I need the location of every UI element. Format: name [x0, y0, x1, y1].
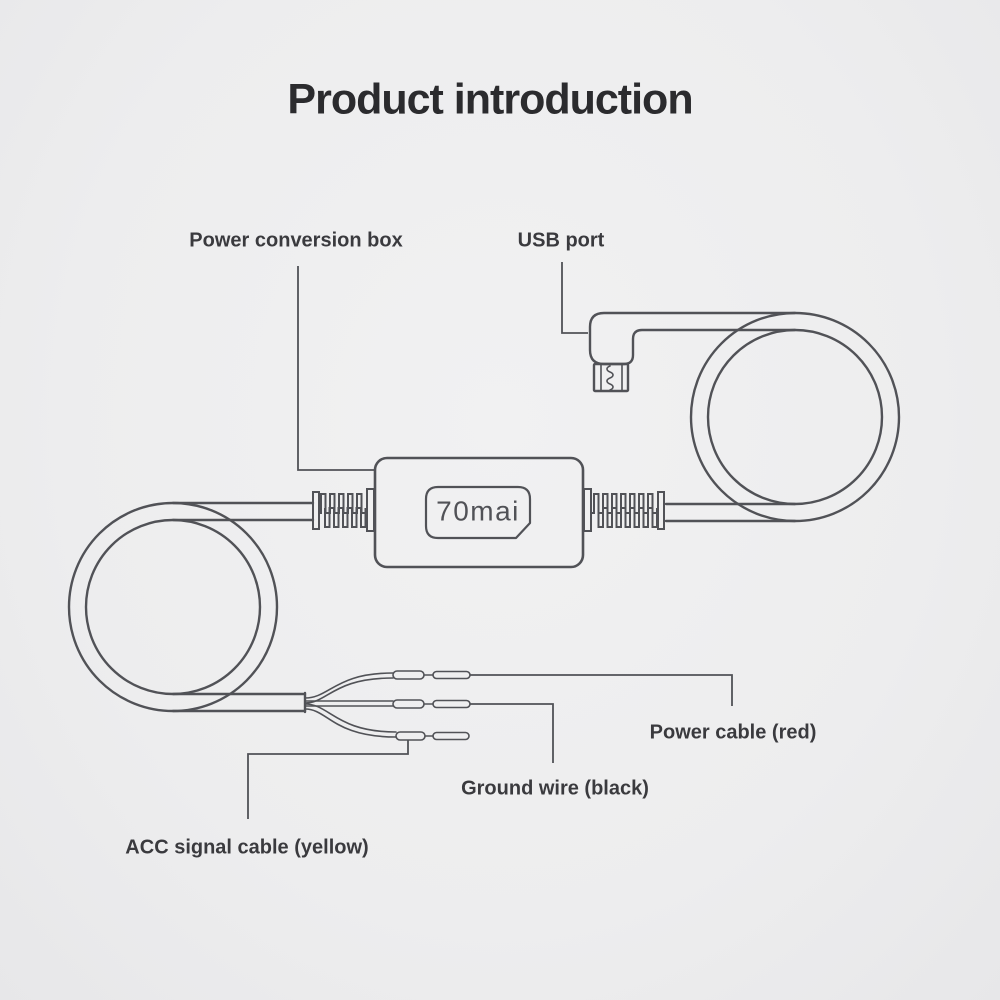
- brand-logo-70mai: 70mai: [436, 495, 520, 527]
- label-ground-wire: Ground wire (black): [461, 777, 649, 800]
- leader-lines: [248, 262, 732, 819]
- label-power-cable: Power cable (red): [649, 721, 817, 744]
- rib-collar: [367, 489, 374, 531]
- coil-right-outer: [691, 313, 899, 521]
- label-usb-port: USB port: [517, 229, 605, 252]
- strain-relief-left: [313, 489, 374, 531]
- leader-power-conversion-box: [298, 266, 374, 470]
- rib-comb-bottom: [599, 508, 658, 527]
- leader-acc-cable: [248, 740, 408, 819]
- rib-comb-top: [319, 494, 366, 513]
- ground-wire-terminal: [433, 701, 470, 708]
- rib-comb-bottom: [325, 508, 366, 527]
- power-wire-terminal: [393, 671, 424, 679]
- power-wire: [305, 678, 393, 703]
- acc-wire-terminal: [433, 733, 469, 740]
- rib-collar: [313, 492, 319, 529]
- logo-plate: [426, 487, 530, 538]
- coil-right-inner: [708, 330, 882, 504]
- acc-wire-terminal: [396, 732, 425, 740]
- label-acc-signal-cable: ACC signal cable (yellow): [125, 836, 369, 859]
- coil-left-inner: [86, 520, 260, 694]
- cable-coil-right: [666, 313, 899, 521]
- wire-split: [305, 671, 470, 740]
- ground-wire-terminal: [393, 700, 424, 708]
- cable-coil-left: [69, 503, 313, 712]
- usb-connector-drawing: [590, 313, 795, 391]
- coil-left-outer: [69, 503, 277, 711]
- usb-plug-contact: [607, 366, 613, 390]
- rib-collar: [584, 489, 591, 531]
- leader-ground-wire: [470, 704, 553, 763]
- page-title: Product introduction: [287, 75, 693, 124]
- label-power-conversion-box: Power conversion box: [189, 229, 403, 252]
- power-wire: [305, 673, 393, 698]
- strain-relief-right: [584, 489, 664, 531]
- usb-connector-body: [590, 313, 795, 364]
- acc-wire: [305, 709, 396, 737]
- leader-power-cable: [470, 675, 732, 706]
- power-wire-terminal: [433, 672, 470, 679]
- usb-plug: [594, 364, 628, 391]
- acc-wire: [305, 704, 396, 732]
- leader-usb-port: [562, 262, 588, 333]
- rib-collar: [658, 492, 664, 529]
